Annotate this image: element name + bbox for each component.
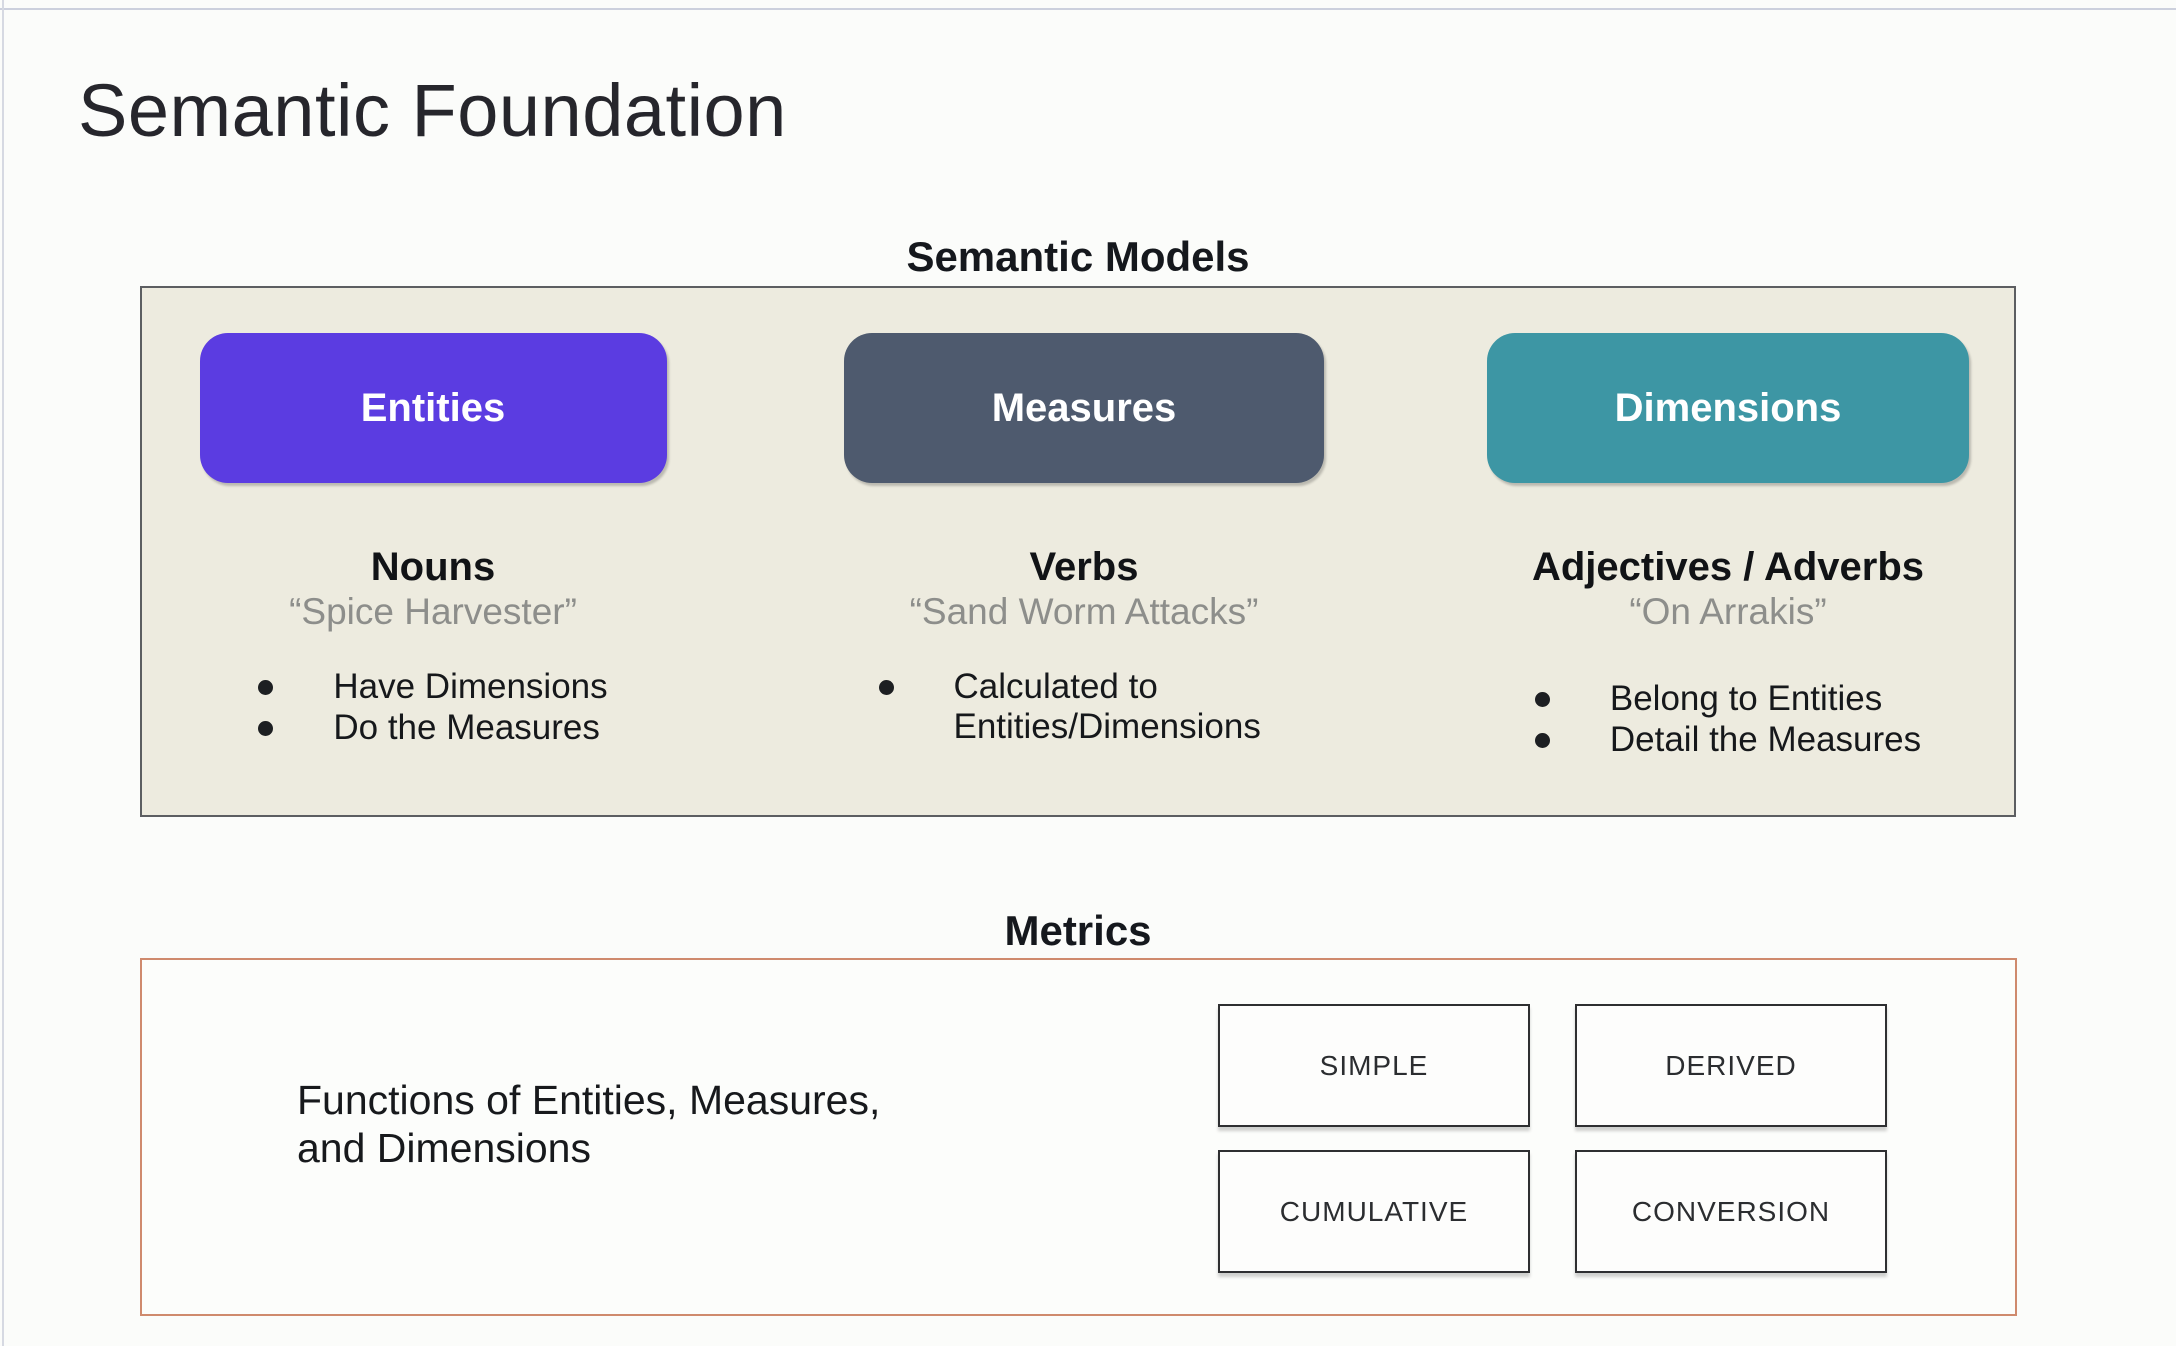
dimensions-bullet-list: Belong to Entities Detail the Measures <box>1534 679 1922 760</box>
bullet-text: Detail the Measures <box>1609 720 1922 759</box>
entities-bullet-list: Have Dimensions Do the Measures <box>258 667 608 748</box>
page-title: Semantic Foundation <box>78 69 787 152</box>
bullet-dot-icon <box>878 680 894 695</box>
measures-role-label: Verbs <box>1029 545 1139 589</box>
bullet-dot-icon <box>1534 692 1550 707</box>
bullet-item: Belong to Entities <box>1534 679 1921 719</box>
entities-example-label: “Spice Harvester” <box>289 591 577 632</box>
entities-role-label: Nouns <box>370 545 496 589</box>
bullet-item: Calculated to Entities/Dimensions <box>878 667 1290 747</box>
bullet-text: Have Dimensions <box>333 667 608 706</box>
entities-pill: Entities <box>199 333 667 483</box>
metric-type-derived: DERIVED <box>1575 1004 1887 1127</box>
measures-column: Measures Verbs “Sand Worm Attacks” Calcu… <box>814 288 1354 815</box>
entities-column: Entities Nouns “Spice Harvester” Have Di… <box>163 288 703 815</box>
bullet-text: Do the Measures <box>333 708 600 747</box>
metrics-description-line2: and Dimensions <box>297 1125 591 1171</box>
bullet-dot-icon <box>258 721 274 736</box>
metrics-heading: Metrics <box>1004 907 1152 954</box>
bullet-item: Have Dimensions <box>258 667 608 707</box>
metrics-description-line1: Functions of Entities, Measures, <box>297 1077 881 1123</box>
dimensions-example-label: “On Arrakis” <box>1629 591 1827 632</box>
metric-type-cumulative: CUMULATIVE <box>1218 1150 1530 1273</box>
dimensions-pill: Dimensions <box>1487 333 1969 483</box>
measures-pill: Measures <box>844 333 1324 483</box>
dimensions-column: Dimensions Adjectives / Adverbs “On Arra… <box>1458 288 1998 815</box>
semantic-models-panel: Entities Nouns “Spice Harvester” Have Di… <box>140 286 2016 817</box>
semantic-models-heading: Semantic Models <box>906 233 1250 280</box>
dimensions-role-label: Adjectives / Adverbs <box>1531 545 1924 589</box>
window-top-border <box>0 8 2176 10</box>
measures-bullet-list: Calculated to Entities/Dimensions <box>878 667 1290 747</box>
metric-type-conversion: CONVERSION <box>1575 1150 1887 1273</box>
metrics-panel: Functions of Entities, Measures, and Dim… <box>140 958 2017 1316</box>
metrics-description: Functions of Entities, Measures, and Dim… <box>297 1076 880 1172</box>
measures-example-label: “Sand Worm Attacks” <box>909 591 1259 632</box>
metric-type-simple: SIMPLE <box>1218 1004 1530 1127</box>
bullet-text: Calculated to Entities/Dimensions <box>953 667 1261 746</box>
bullet-dot-icon <box>258 680 274 695</box>
bullet-text: Belong to Entities <box>1609 679 1883 718</box>
metric-types-grid: SIMPLE DERIVED CUMULATIVE CONVERSION <box>1218 1004 1887 1273</box>
window-left-border <box>2 0 4 1346</box>
bullet-item: Detail the Measures <box>1534 720 1922 760</box>
bullet-dot-icon <box>1534 733 1550 748</box>
bullet-item: Do the Measures <box>258 708 607 748</box>
